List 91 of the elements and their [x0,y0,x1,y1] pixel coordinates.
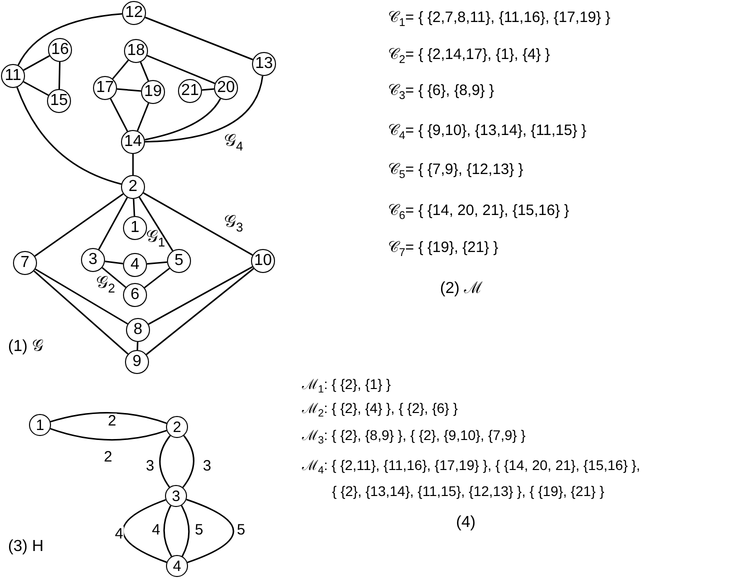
edge-line [159,435,171,488]
vertex-circle: 4 [123,253,147,277]
edge-line [102,267,126,288]
edge-line [122,499,167,563]
vertex-circle: 13 [252,52,276,76]
vertex-circle: 19 [141,80,165,104]
edge-line [148,266,253,325]
edge-line [144,268,170,288]
vertex-circle: 2 [166,416,188,438]
edge-label: 2 [102,450,114,464]
text-label: (2) ℳ [440,280,482,298]
edge-label: 2 [106,414,118,428]
edge-line [140,62,150,82]
vertex-circle: 17 [93,76,117,100]
edge-label: 3 [202,458,212,474]
edge-line [16,87,122,185]
vertex-circle: 1 [123,216,147,240]
edge-line [146,261,168,265]
text-label: 𝒢$_{3}$ [224,213,244,234]
vertex-circle: 3 [81,248,105,272]
edge-line [146,268,254,356]
edge-line [34,270,128,355]
edge-line [23,81,49,96]
edge-line [23,55,50,71]
vertex-circle: 14 [121,130,145,154]
vertex-circle: 5 [167,249,191,273]
edge-line [182,435,194,488]
text-label: ℳ$_{4}$: { {2,11}, {11,16}, {17,19} }, { {14, 20, 21}, {15,16} }, [302,458,640,478]
text-label: 𝒞$_{6}$= { {14, 20, 21}, {15,16} } [388,203,570,222]
edge-label: 4 [114,526,124,542]
text-label: (1) 𝒢 [8,338,43,356]
vertex-circle: 16 [48,38,72,62]
edge-line [186,498,234,564]
text-label: 𝒞$_{2}$= { {2,14,17}, {1}, {4} } [388,47,550,66]
edge-line [202,88,214,91]
edge-line [138,196,174,252]
text-label: ℳ$_{3}$: { {2}, {8,9} }, { {2}, {9,10}, {7,9} } [302,428,526,448]
edge-line [180,505,190,557]
text-label: { {2}, {13,14}, {11,15}, {12,13} }, { {19}, {21} } [332,484,604,500]
vertex-circle: 8 [126,318,150,342]
vertex-circle: 9 [125,350,149,374]
vertex-circle: 21 [178,79,202,103]
vertex-circle: 1 [29,414,51,436]
edge-label: 5 [194,522,204,538]
text-label: ℳ$_{1}$: { {2}, {1} } [302,377,391,396]
vertex-circle: 2 [121,175,145,199]
vertex-circle: 4 [166,555,188,577]
text-label: 𝒢$_{2}$ [96,274,116,296]
edge-label: 3 [144,458,156,474]
vertex-circle: 15 [47,89,71,113]
vertex-circle: 3 [165,485,187,507]
edge-line [136,342,138,350]
text-label: (3) H [8,538,44,556]
text-label: 𝒞$_{7}$= { {19}, {21} } [388,240,498,260]
edge-label: 5 [236,522,246,538]
edge-line [132,154,134,175]
edge-line [34,268,128,325]
edge-line [144,16,254,60]
text-label: 𝒞$_{5}$= { {7,9}, {12,13} } [388,162,524,182]
text-label: 𝒞$_{3}$= { {6}, {8,9} } [388,83,494,102]
edge-line [163,505,172,557]
edge-line [34,193,124,257]
text-label: 𝒞$_{1}$= { {2,7,8,11}, {11,16}, {17,19} } [388,10,610,30]
edge-line [18,13,122,66]
vertex-circle: 7 [13,251,37,275]
edge-line [50,428,167,441]
edge-line [143,192,253,256]
edge-line [58,62,61,90]
edge-line [144,98,222,140]
vertex-circle: 10 [251,249,275,273]
edge-line [146,54,216,84]
edge-line [112,60,129,80]
edge-line [116,88,142,92]
text-label: 𝒞$_{4}$= { {9,10}, {13,14}, {11,15} } [388,123,586,142]
edge-line [136,102,150,132]
vertex-circle: 12 [122,1,146,25]
edge-line [104,260,124,264]
edge-line [50,412,167,424]
vertex-circle: 18 [124,39,148,63]
vertex-circle: 20 [214,76,238,100]
text-label: (4) [456,514,476,532]
text-label: ℳ$_{2}$: { {2}, {4} }, { {2}, {6} } [302,401,458,420]
edge-line [98,197,128,250]
vertex-circle: 11 [1,64,25,88]
text-label: 𝒢$_{1}$ [146,228,166,250]
edge-line [144,76,264,143]
text-label: 𝒢$_{4}$ [224,132,244,154]
edge-line [110,98,128,132]
edge-line [132,198,136,216]
edge-label: 4 [150,522,162,538]
vertex-circle: 6 [123,283,147,307]
